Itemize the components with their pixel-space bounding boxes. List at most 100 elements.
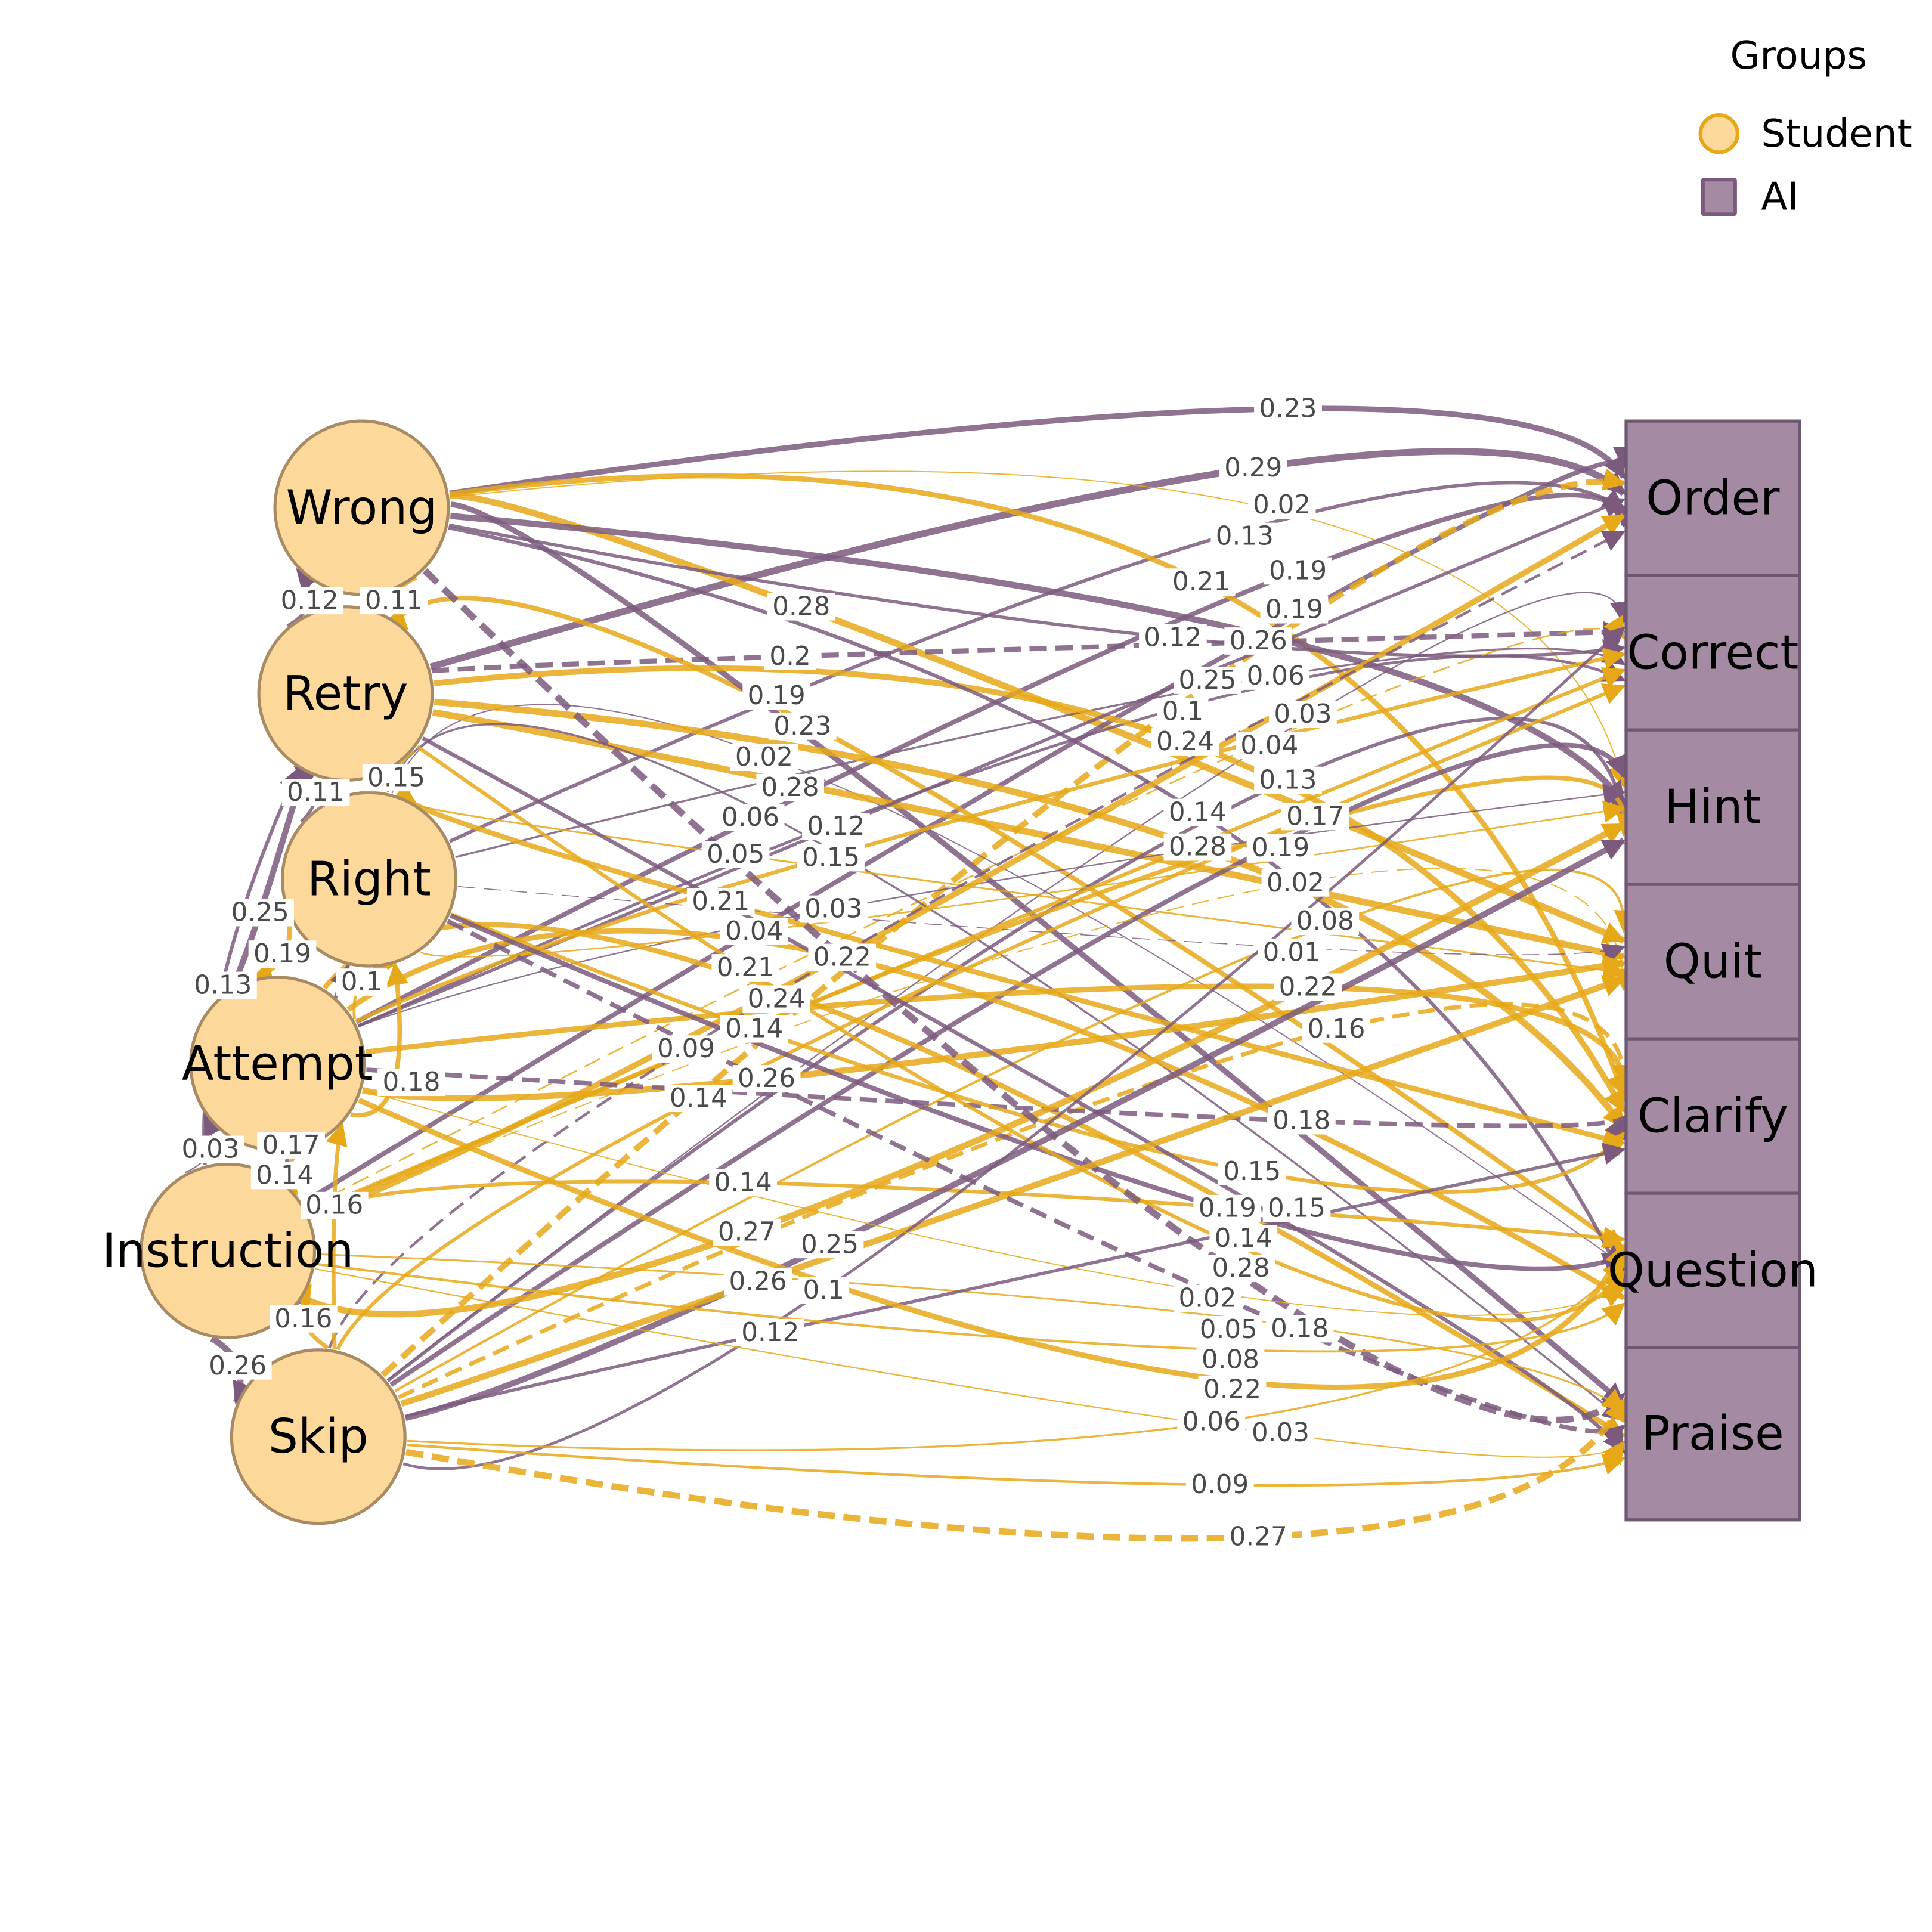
edge-label-text: 0.02	[1253, 490, 1311, 520]
node-label: Quit	[1664, 934, 1762, 989]
edge-label-text: 0.14	[1169, 797, 1227, 827]
node-skip[interactable]: Skip	[230, 1348, 407, 1525]
legend: Groups Student AI	[1698, 33, 1912, 219]
node-label: Wrong	[286, 481, 438, 535]
edge-Re-P	[422, 736, 1626, 1454]
edge-label-text: 0.02	[1178, 1284, 1236, 1314]
edge-label-background	[226, 899, 295, 927]
edge-label-text: 0.08	[1296, 906, 1354, 936]
edge-label-background	[713, 1218, 781, 1246]
node-hint[interactable]: Hint	[1624, 728, 1801, 886]
edge-label-text: 0.27	[1230, 1522, 1287, 1552]
legend-ai-label: AI	[1761, 175, 1798, 219]
edge-label: 0.18	[1265, 1314, 1334, 1344]
node-retry[interactable]: Retry	[257, 605, 434, 782]
edge-label-text: 0.12	[281, 586, 339, 615]
edge-label-background	[686, 888, 755, 915]
edge-label-background	[1261, 869, 1330, 897]
edge-label-background	[1274, 973, 1342, 1001]
edge-label-background	[1194, 1316, 1263, 1343]
edge-label: 0.19	[248, 939, 317, 969]
edge-label-text: 0.26	[729, 1267, 787, 1297]
edge-label-background	[1265, 1315, 1334, 1343]
edge-label-text: 0.28	[1212, 1253, 1270, 1283]
node-order[interactable]: Order	[1624, 419, 1801, 577]
edge-label-text: 0.13	[1259, 765, 1317, 795]
edge-label-background	[1163, 798, 1232, 826]
edge-label: 0.11	[281, 778, 350, 807]
edge-label-background	[248, 940, 317, 968]
edge-Re-O	[429, 448, 1626, 671]
edge-label-text: 0.21	[1172, 567, 1230, 597]
edge-label-text: 0.02	[735, 742, 793, 772]
ai-node-box	[1624, 1037, 1801, 1195]
edge-label: 0.15	[1262, 1194, 1331, 1224]
node-clarify[interactable]: Clarify	[1624, 1037, 1801, 1195]
edge-label: 0.17	[1281, 802, 1349, 832]
edge-label: 0.04	[720, 917, 788, 946]
edge-label-text: 0.09	[1191, 1470, 1249, 1500]
edge-label-text: 0.14	[1215, 1224, 1272, 1253]
edge-label-text: 0.15	[802, 843, 860, 872]
edge-label-background	[1302, 1015, 1370, 1043]
edge-label-background	[275, 587, 344, 615]
edge-label: 0.1	[798, 1275, 850, 1305]
edge-label-text: 0.22	[813, 942, 871, 972]
edge-label: 0.04	[1235, 731, 1304, 761]
edge-label: 0.27	[713, 1218, 781, 1247]
edge-label: 0.23	[768, 711, 837, 741]
node-quit[interactable]: Quit	[1624, 883, 1801, 1041]
edge-label-background	[1254, 766, 1322, 794]
edge-label-text: 0.11	[365, 586, 423, 615]
edge-label-text: 0.19	[1252, 833, 1309, 863]
edge-label: 0.23	[1254, 394, 1322, 423]
edge-label: 0.14	[664, 1083, 733, 1113]
edge-label: 0.06	[1241, 661, 1310, 691]
edge-label-text: 0.12	[741, 1318, 799, 1348]
node-instruction[interactable]: Instruction	[102, 1162, 354, 1339]
edge-label-text: 0.06	[1247, 661, 1305, 691]
edge-label: 0.14	[1209, 1224, 1278, 1253]
edge-label: 0.14	[250, 1160, 319, 1190]
edge-S-H	[404, 838, 1626, 1422]
edge-label-background	[1209, 1225, 1278, 1252]
edge-label-background	[1185, 1471, 1254, 1499]
edge-label: 0.02	[1174, 1284, 1241, 1314]
edge-label: 0.14	[709, 1168, 778, 1197]
edge-label-background	[188, 971, 257, 999]
edge-label: 0.28	[756, 773, 824, 803]
ai-node-box	[1624, 1191, 1801, 1349]
edge-label-background	[1260, 596, 1329, 624]
node-question[interactable]: Question	[1608, 1191, 1818, 1349]
edge-label-text: 0.14	[725, 1014, 783, 1044]
edge-label: 0.12	[275, 586, 344, 615]
edge-label-background	[724, 1268, 792, 1296]
ai-node-box	[1624, 728, 1801, 886]
edge-label-text: 0.14	[256, 1160, 314, 1190]
ai-node-box	[1624, 1346, 1801, 1522]
edge-label-background	[720, 1015, 788, 1043]
edge-label: 0.16	[1302, 1014, 1370, 1044]
edge-W-Qu	[448, 525, 1626, 1284]
node-praise[interactable]: Praise	[1624, 1346, 1801, 1522]
node-label: Skip	[268, 1409, 369, 1464]
node-right[interactable]: Right	[280, 791, 457, 968]
edge-label-text: 0.15	[1268, 1194, 1326, 1224]
node-correct[interactable]: Correct	[1624, 574, 1801, 732]
edge-label: 0.15	[362, 763, 431, 792]
edge-label-text: 0.17	[262, 1131, 320, 1160]
edge-label: 0.15	[1218, 1157, 1286, 1187]
edge-label-background	[1151, 728, 1219, 756]
edge-label-text: 0.28	[761, 773, 819, 803]
edge-label-text: 0.22	[1203, 1375, 1261, 1405]
edge-label: 0.26	[732, 1064, 801, 1094]
edge-label-text: 0.19	[1265, 595, 1323, 625]
edge-label-background	[1198, 1376, 1267, 1404]
edge-label: 0.18	[1267, 1106, 1336, 1136]
node-attempt[interactable]: Attempt	[182, 976, 373, 1153]
edge-label: 0.03	[1246, 1418, 1315, 1448]
edge-label-background	[362, 764, 431, 792]
edge-label-background	[1267, 1107, 1336, 1135]
edge-label-background	[1167, 568, 1236, 596]
node-wrong[interactable]: Wrong	[273, 419, 450, 596]
